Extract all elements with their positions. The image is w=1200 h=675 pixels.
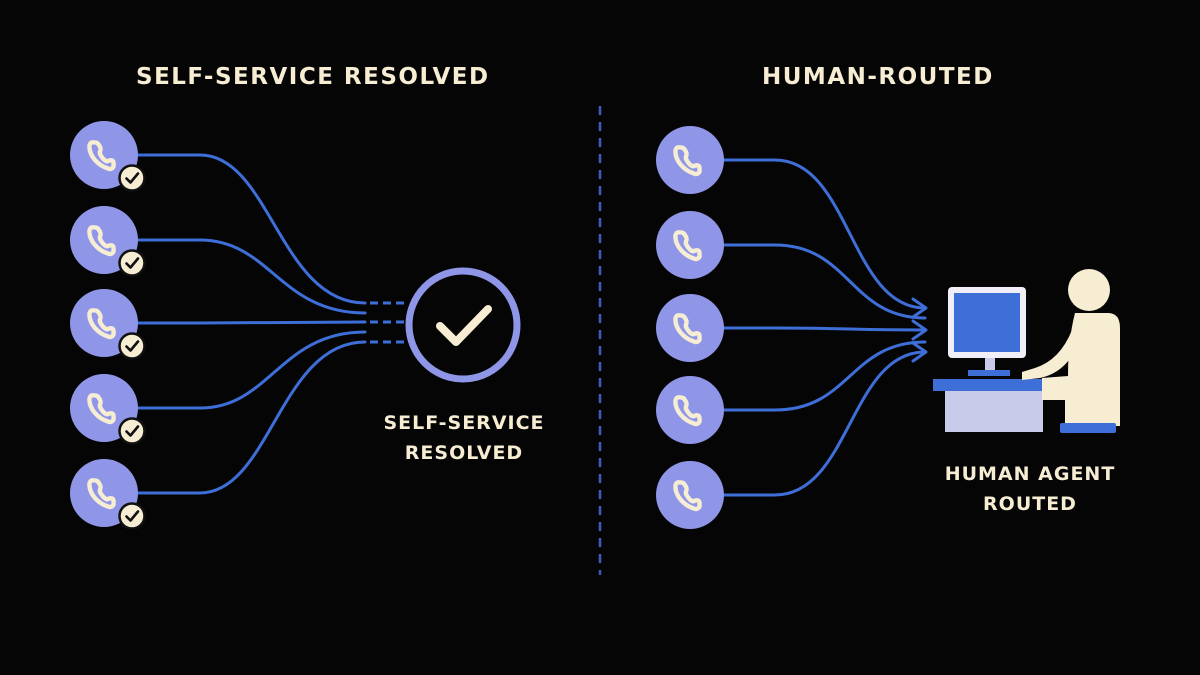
phone-icon [87,393,116,425]
call-flow-line [123,340,367,495]
phone-node-circle [656,376,724,444]
check-icon [125,425,140,437]
arrowhead [911,319,928,341]
check-badge [118,332,146,360]
phone-icon [673,145,702,177]
caption-line: ROUTED [983,493,1077,515]
phone-icon [673,313,702,345]
check-badge [118,417,146,445]
desk-base [945,391,1043,432]
desk-top [933,379,1055,391]
routed-flow-line [713,340,927,412]
self-service-resolved-caption: SELF-SERVICE RESOLVED [374,408,554,468]
resolved-call-node [70,374,146,445]
phone-icon [87,140,116,172]
arrowhead [911,341,928,363]
routed-flow-line [713,243,927,320]
routed-flow-line [713,350,927,497]
monitor-stand [985,358,995,372]
human-agent-icon [933,269,1120,433]
phone-icon [673,395,702,427]
check-badge [118,164,146,192]
phone-node-circle [656,294,724,362]
self-service-title: SELF-SERVICE RESOLVED [136,64,490,90]
agent-body [1042,313,1120,426]
check-badge [118,502,146,530]
check-icon [125,257,140,269]
resolved-check-circle [405,267,521,383]
monitor-screen [954,293,1020,352]
monitor-foot [968,370,1010,376]
routed-call-node [656,126,724,194]
check-icon [125,172,140,184]
routed-flow-line [713,326,927,332]
routed-flow-line [713,158,927,310]
human-agent-routed-caption: HUMAN AGENT ROUTED [935,459,1125,519]
check-icon [436,305,492,346]
call-flow-line [123,330,367,410]
phone-node-circle [656,211,724,279]
arrowhead [911,297,928,319]
phone-icon [87,308,116,340]
call-flow-line [123,320,367,325]
phone-icon [673,480,702,512]
resolved-call-node [70,289,146,360]
resolved-call-node [70,121,146,192]
resolved-call-node [70,459,146,530]
phone-node-circle [656,126,724,194]
agent-chair [1060,423,1116,433]
agent-head [1068,269,1110,311]
call-flow-line [123,153,367,305]
routed-call-node [656,294,724,362]
check-icon [125,510,140,522]
call-flow-line [123,238,367,315]
check-icon [125,340,140,352]
human-routed-title: HUMAN-ROUTED [762,64,994,90]
phone-icon [87,225,116,257]
caption-line: HUMAN AGENT [944,463,1116,485]
caption-line: RESOLVED [404,442,524,464]
phone-node-circle [656,461,724,529]
phone-icon [673,230,702,262]
resolved-call-node [70,206,146,277]
phone-icon [87,478,116,510]
routed-call-node [656,376,724,444]
routed-call-node [656,211,724,279]
routed-call-node [656,461,724,529]
agent-arm [1022,330,1080,380]
check-badge [118,249,146,277]
caption-line: SELF-SERVICE [383,412,545,434]
